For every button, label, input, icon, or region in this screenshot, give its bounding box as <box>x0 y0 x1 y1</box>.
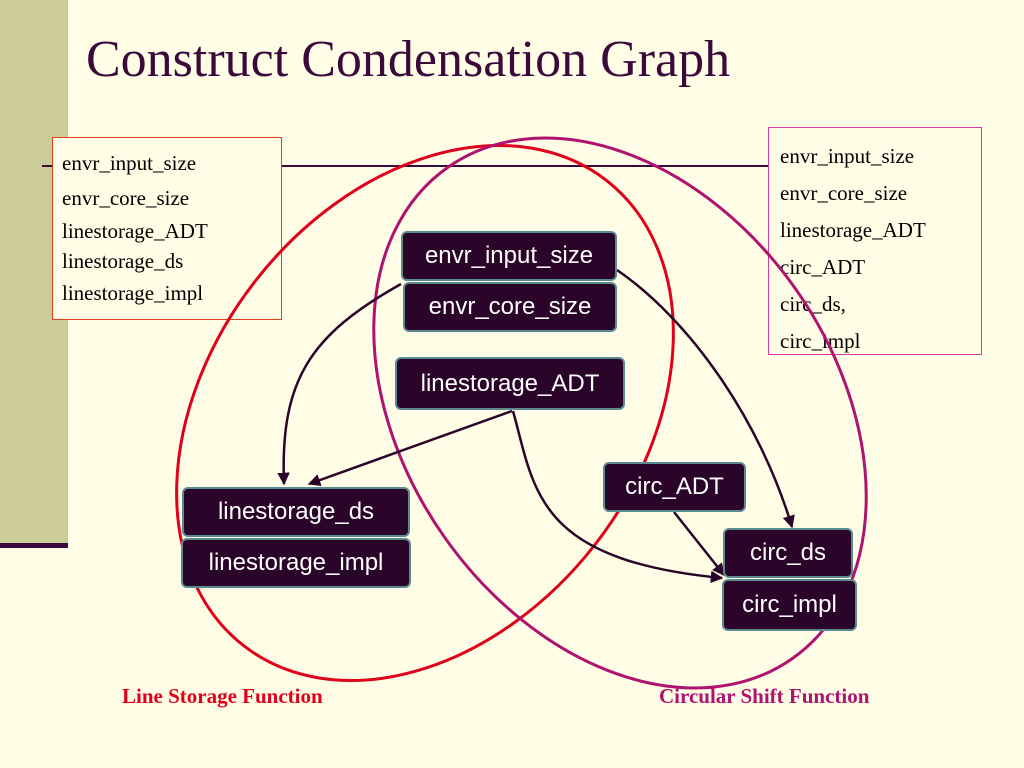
line-storage-function-label: Line Storage Function <box>122 684 323 708</box>
circular-shift-group-ellipse <box>372 136 868 690</box>
line-storage-variables-box: envr_input_size envr_core_size linestora… <box>52 137 282 320</box>
edge-adt-to-circ-impl <box>511 410 724 584</box>
edge-input-to-circ-ds <box>616 268 795 529</box>
left-box-line: linestorage_ADT <box>62 219 208 243</box>
node-linestorage-impl: linestorage_impl <box>181 538 411 588</box>
line-storage-group-ellipse <box>175 143 675 683</box>
circular-shift-variables-box: envr_input_size envr_core_size linestora… <box>768 127 982 355</box>
node-circ-ds: circ_ds <box>723 528 853 578</box>
edge-circ-adt-to-circ-impl <box>673 511 725 576</box>
edge-adt-to-linestorage-ds <box>307 409 513 487</box>
node-linestorage-adt: linestorage_ADT <box>395 357 625 410</box>
side-band-underline <box>0 543 68 548</box>
node-circ-impl: circ_impl <box>722 579 857 631</box>
node-linestorage-ds: linestorage_ds <box>182 487 410 537</box>
right-box-line: circ_ADT <box>780 255 866 279</box>
edge-input-to-linestorage-ds <box>277 282 402 486</box>
right-box-line: circ_impl <box>780 329 861 353</box>
circular-shift-function-label: Circular Shift Function <box>659 684 870 708</box>
right-box-line: envr_input_size <box>780 144 915 168</box>
node-envr-core-size: envr_core_size <box>403 282 617 332</box>
page-title: Construct Condensation Graph <box>86 31 731 88</box>
left-box-line: envr_input_size <box>62 151 197 175</box>
node-envr-input-size: envr_input_size <box>401 231 617 281</box>
left-box-line: linestorage_impl <box>62 281 204 305</box>
node-circ-adt: circ_ADT <box>603 462 746 512</box>
left-box-line: envr_core_size <box>62 186 190 210</box>
right-box-line: circ_ds, <box>780 292 846 316</box>
right-box-line: envr_core_size <box>780 181 908 205</box>
right-box-line: linestorage_ADT <box>780 218 926 242</box>
left-box-line: linestorage_ds <box>62 249 184 273</box>
title-rule <box>42 165 970 167</box>
